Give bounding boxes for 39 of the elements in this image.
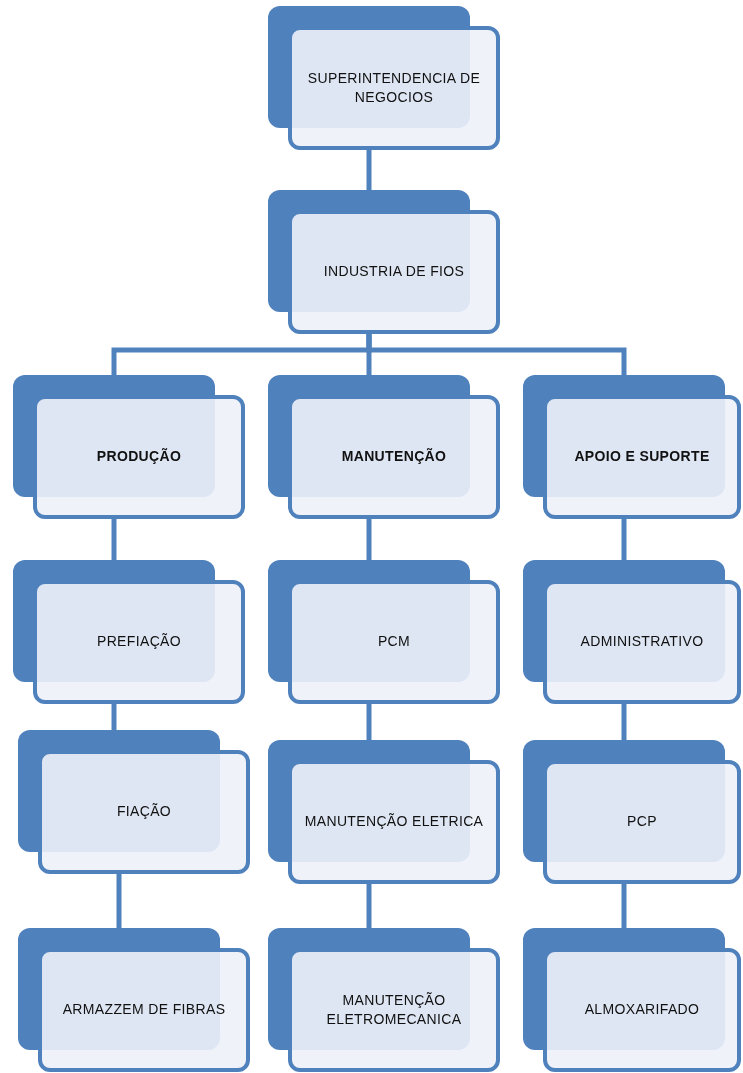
box-label: MANUTENÇÃO ELETRICA xyxy=(304,812,484,832)
org-box xyxy=(523,375,741,519)
org-box xyxy=(13,560,245,704)
org-box xyxy=(268,928,500,1072)
box-label: ALMOXARIFADO xyxy=(584,1000,700,1020)
org-box xyxy=(268,375,500,519)
connector-line xyxy=(621,519,627,560)
box-label: PCP xyxy=(627,812,657,832)
org-box xyxy=(18,928,250,1072)
connector-line xyxy=(111,519,117,560)
org-box xyxy=(523,560,741,704)
connector-line xyxy=(366,704,372,740)
box-label: PREFIAÇÃO xyxy=(96,632,182,652)
connector-line xyxy=(366,334,627,375)
org-box xyxy=(18,730,250,874)
org-box xyxy=(268,560,500,704)
connector-line xyxy=(621,884,627,928)
box-label: APOIO E SUPORTE xyxy=(574,447,710,467)
connector-line xyxy=(116,874,122,928)
box-label: SUPERINTENDENCIA DE NEGOCIOS xyxy=(306,68,482,107)
org-box xyxy=(13,375,245,519)
connector-line xyxy=(366,519,372,560)
box-label: ADMINISTRATIVO xyxy=(580,632,704,652)
box-label: MANUTENÇÃO ELETROMECANICA xyxy=(325,990,463,1029)
box-label: PRODUÇÃO xyxy=(96,447,182,467)
box-label: PCM xyxy=(377,632,411,652)
box-label: INDUSTRIA DE FIOS xyxy=(323,262,465,282)
connector-line xyxy=(366,150,372,190)
org-box xyxy=(523,928,741,1072)
org-box xyxy=(268,190,500,334)
box-label: ARMAZZEM DE FIBRAS xyxy=(62,1000,226,1020)
connector-line xyxy=(111,704,117,730)
org-box xyxy=(268,740,500,884)
org-box xyxy=(523,740,741,884)
box-label: FIAÇÃO xyxy=(116,802,172,822)
box-label: MANUTENÇÃO xyxy=(341,447,447,467)
connector-line xyxy=(366,884,372,928)
connector-line xyxy=(621,704,627,740)
org-box xyxy=(268,6,500,150)
